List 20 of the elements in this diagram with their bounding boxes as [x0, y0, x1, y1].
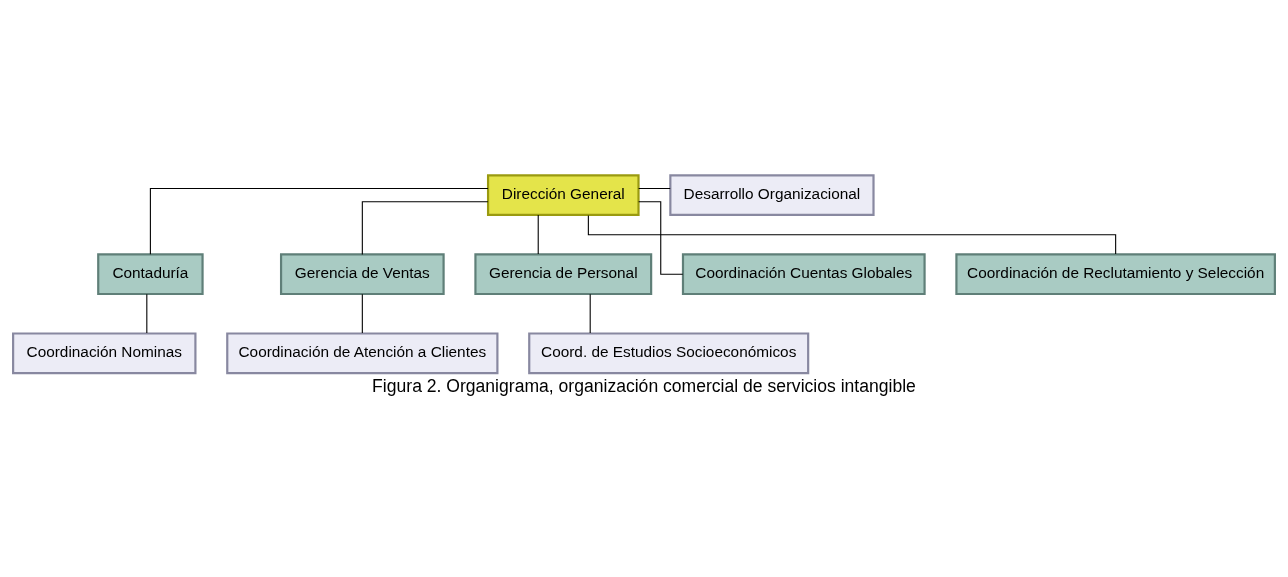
- connector: [146, 293, 148, 334]
- connector: [537, 214, 539, 255]
- connector: [638, 201, 684, 275]
- connector: [149, 188, 489, 255]
- node-box: Coordinación de Atención a Clientes: [226, 332, 499, 375]
- connector: [361, 201, 489, 255]
- connector: [589, 293, 591, 334]
- node-box: Coord. de Estudios Socioeconómicos: [528, 332, 810, 375]
- node-box: Desarrollo Organizacional: [669, 174, 875, 217]
- node-box: Coordinación de Reclutamiento y Selección: [955, 253, 1276, 296]
- node-box: Gerencia de Personal: [474, 253, 653, 296]
- node-box: Coordinación Nominas: [12, 332, 197, 375]
- node-box: Gerencia de Ventas: [279, 253, 445, 296]
- connector: [587, 214, 1117, 255]
- connector: [361, 293, 363, 334]
- node-box: Contaduría: [97, 253, 204, 296]
- node-box: Coordinación Cuentas Globales: [681, 253, 926, 296]
- caption: Figura 2. Organigrama, organización comercial de servicios intangible: [372, 375, 916, 396]
- node-box: Dirección General: [486, 174, 640, 217]
- connector: [638, 188, 671, 190]
